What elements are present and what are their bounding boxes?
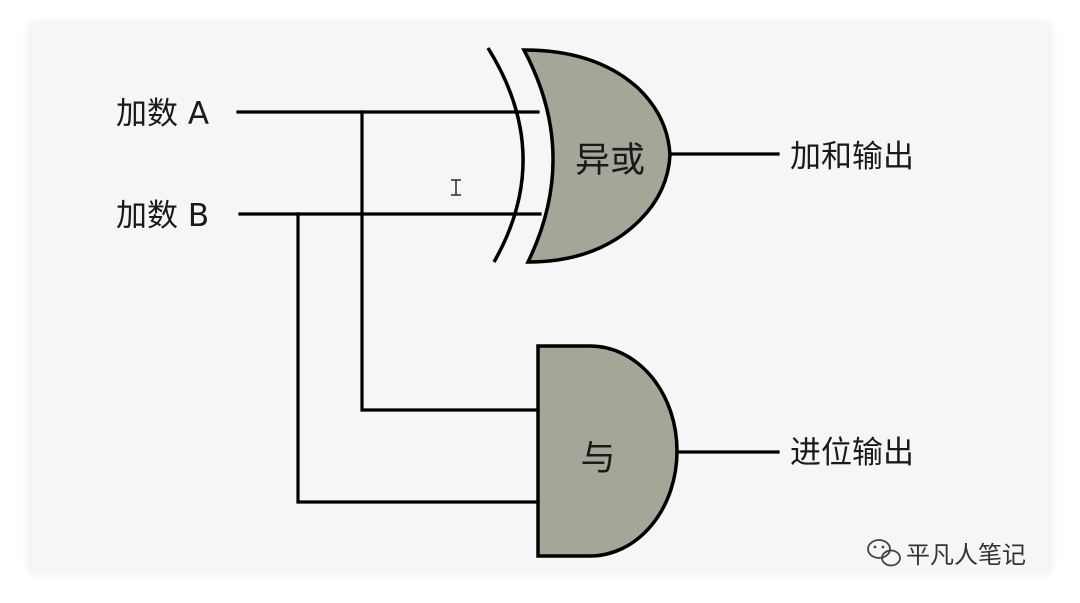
xor-gate-body [521, 48, 672, 264]
input-a-label: 加数 A [116, 96, 209, 132]
and-gate-body [536, 344, 679, 558]
wechat-icon [867, 539, 901, 567]
xor-gate-label: 异或 [575, 141, 645, 181]
input-b-label: 加数 B [116, 198, 209, 234]
wire-a-to-and [360, 110, 540, 412]
watermark-text: 平凡人笔记 [906, 541, 1026, 569]
sum-output-label: 加和输出 [790, 139, 914, 175]
carry-output-label: 进位输出 [790, 435, 914, 471]
text-cursor-icon [451, 179, 461, 196]
watermark: 平凡人笔记 [867, 539, 1026, 569]
wire-b-to-and [296, 212, 540, 504]
xor-gate: 异或 [486, 47, 672, 264]
and-gate: 与 [536, 344, 679, 558]
xor-input-curve [486, 47, 525, 263]
and-gate-label: 与 [580, 439, 615, 479]
